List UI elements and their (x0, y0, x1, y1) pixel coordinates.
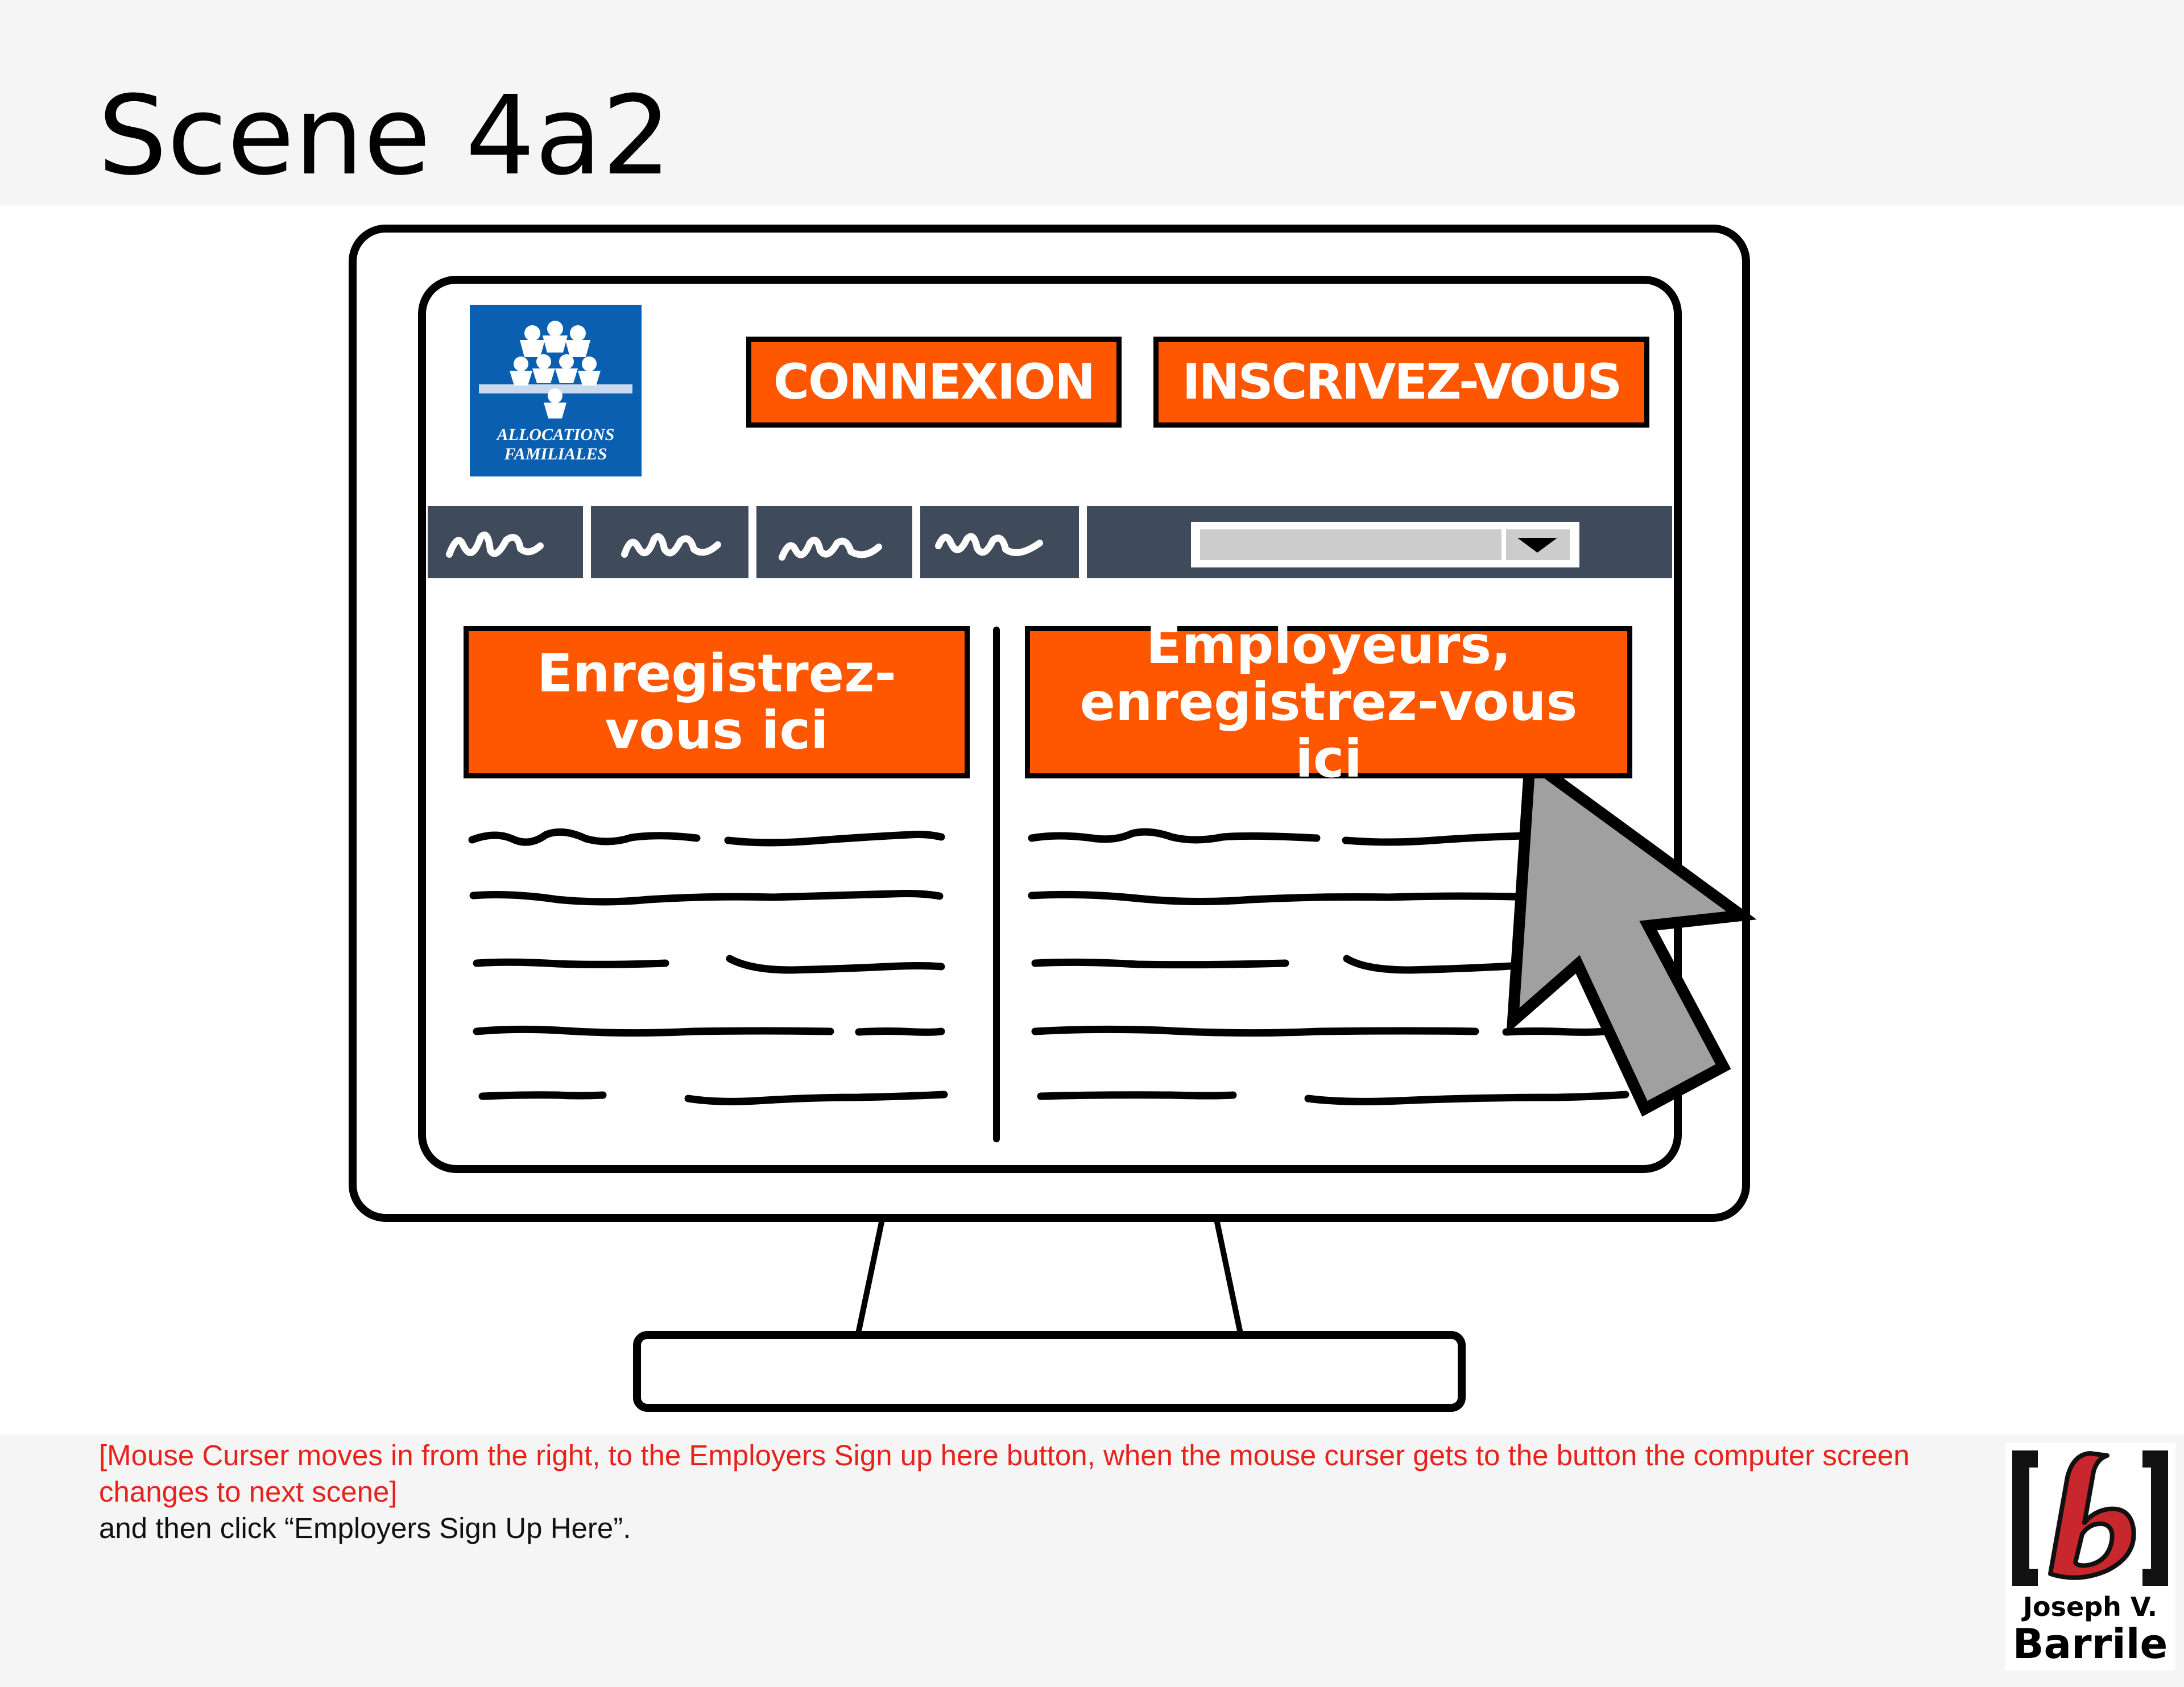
scene-action-note: and then click “Employers Sign Up Here”. (99, 1512, 631, 1544)
scene-title: Scene 4a2 (98, 73, 672, 200)
logo-text: ALLOCATIONS FAMILIALES (497, 425, 615, 463)
author-first-name: Joseph V. (2022, 1591, 2158, 1622)
caf-logo[interactable]: ALLOCATIONS FAMILIALES (470, 305, 642, 476)
families-icon (479, 321, 632, 418)
mouse-cursor-icon (1506, 750, 1757, 1117)
employeurs-enregistrez-vous-ici-button[interactable]: Employeurs, enregistrez-vous ici (1025, 617, 1632, 787)
title-band (0, 0, 2184, 205)
author-logo-icon (2012, 1450, 2168, 1586)
monitor-base (633, 1331, 1466, 1412)
scene-notes: [Mouse Curser moves in from the right, t… (99, 1437, 1976, 1547)
author-last-name: Barrile (2012, 1620, 2168, 1668)
enregistrez-vous-ici-button[interactable]: Enregistrez-vous ici (464, 626, 970, 778)
scene-direction-note: [Mouse Curser moves in from the right, t… (99, 1439, 1910, 1508)
notes-band (0, 1435, 2184, 1687)
chevron-down-icon (1517, 538, 1557, 553)
author-signature: Joseph V. Barrile (2005, 1443, 2175, 1671)
inscrivez-vous-button[interactable]: INSCRIVEZ-VOUS (1153, 337, 1649, 428)
nav-scribbles (446, 531, 1043, 561)
monitor-neck (854, 1214, 1245, 1339)
connexion-button[interactable]: CONNEXION (746, 337, 1122, 428)
